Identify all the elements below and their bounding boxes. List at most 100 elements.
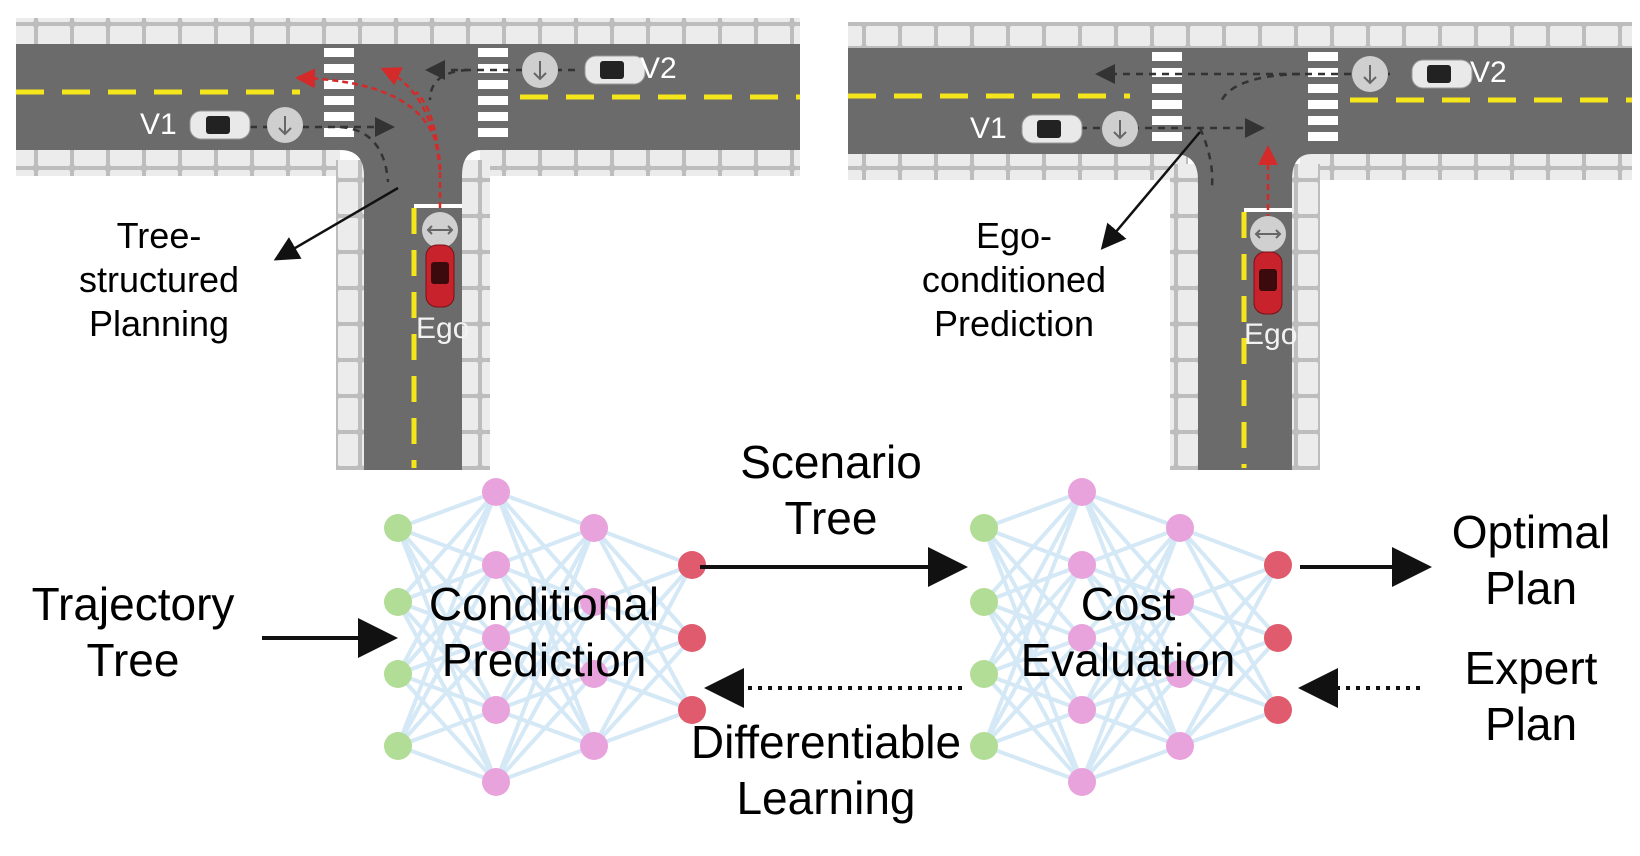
network-edge — [1179, 563, 1279, 604]
left-intersection-scene — [16, 18, 800, 470]
crosswalk-right — [1308, 52, 1338, 141]
input-node — [970, 660, 998, 688]
bottom-curb-left — [848, 154, 1188, 180]
predicted-paths — [250, 60, 575, 183]
network-edge — [396, 564, 498, 747]
network-edge — [982, 491, 1084, 675]
network-edge — [982, 491, 1084, 747]
differentiable-learning-label: Differentiable Learning — [690, 716, 962, 825]
network-edge — [494, 527, 596, 711]
input-node — [384, 588, 412, 616]
output-node — [678, 624, 706, 652]
network-edge — [1080, 601, 1182, 783]
output-node — [1264, 696, 1292, 724]
hidden-node — [482, 478, 510, 506]
top-curb — [848, 22, 1632, 48]
network-edge — [494, 601, 596, 783]
right-ego-label: Ego — [1244, 318, 1298, 351]
hidden-node — [1166, 660, 1194, 688]
output-node — [678, 696, 706, 724]
tree-planning-pointer — [273, 186, 399, 261]
network-edge — [592, 636, 694, 748]
network-edge — [396, 491, 498, 675]
network-edge — [982, 564, 1084, 747]
bottom-curb-right — [480, 150, 800, 176]
v1-vehicle — [189, 107, 303, 143]
network-edge — [1178, 636, 1280, 748]
network-edge — [593, 563, 693, 604]
network-edge — [1080, 672, 1182, 784]
network-edge — [1179, 526, 1279, 567]
network-edge — [495, 526, 595, 567]
corner-left — [340, 150, 364, 176]
bottom-curb-left — [16, 150, 340, 176]
corner-right — [462, 150, 482, 176]
network-edge — [1080, 527, 1182, 783]
hidden-node — [482, 624, 510, 652]
network-edge — [494, 527, 596, 783]
cost-evaluation-network — [970, 478, 1292, 796]
hidden-node — [1166, 588, 1194, 616]
vertical-curb-left — [336, 160, 364, 470]
network-edge — [396, 490, 498, 604]
network-edge — [983, 744, 1083, 784]
network-edge — [1179, 708, 1279, 748]
corner-right — [1292, 154, 1312, 180]
conditional-prediction-label: Conditional Prediction — [428, 578, 660, 687]
hidden-node — [1068, 624, 1096, 652]
hidden-node — [580, 588, 608, 616]
v2-vehicle — [1352, 56, 1473, 92]
input-node — [384, 514, 412, 542]
ego-conditioned-prediction-label: Ego- conditioned Prediction — [921, 215, 1107, 344]
hidden-node — [580, 514, 608, 542]
network-edge — [397, 744, 497, 784]
cost-evaluation-label: Cost Evaluation — [1020, 578, 1236, 687]
vertical-curb-right — [1292, 164, 1320, 470]
network-edge — [982, 636, 1084, 748]
optimal-plan-label: Optimal Plan — [1451, 506, 1611, 615]
ego-conditioned-pointer — [1100, 131, 1201, 250]
network-edge — [593, 526, 693, 567]
network-edge — [397, 490, 497, 530]
tree-structured-planning-label: Tree- structured Planning — [78, 215, 240, 344]
right-intersection-scene — [848, 22, 1632, 470]
hidden-node — [1068, 696, 1096, 724]
hidden-node — [482, 551, 510, 579]
network-edge — [982, 490, 1084, 604]
network-edge — [1178, 564, 1280, 747]
top-curb — [16, 18, 800, 44]
left-ego-label: Ego — [416, 312, 470, 345]
hidden-node — [1068, 551, 1096, 579]
hidden-node — [580, 660, 608, 688]
hidden-node — [1068, 768, 1096, 796]
ego-vehicle — [1250, 216, 1286, 315]
input-node — [970, 514, 998, 542]
crosswalk-left — [1152, 52, 1182, 141]
hidden-node — [580, 732, 608, 760]
v1-vehicle — [1021, 111, 1138, 147]
crosswalk-left — [324, 48, 354, 137]
trajectory-tree-label: Trajectory Tree — [31, 578, 235, 687]
input-node — [384, 660, 412, 688]
network-edge — [1080, 526, 1182, 640]
right-v2-label: V2 — [1470, 56, 1507, 89]
v2-vehicle — [522, 52, 646, 88]
left-v2-label: V2 — [640, 52, 677, 85]
right-v1-label: V1 — [970, 112, 1007, 145]
network-edge — [1081, 744, 1181, 784]
network-edge — [593, 708, 693, 748]
network-edge — [592, 563, 694, 676]
vertical-curb-right — [462, 160, 490, 470]
left-v1-label: V1 — [140, 108, 177, 141]
network-edge — [1080, 527, 1182, 711]
network-edge — [983, 490, 1083, 530]
output-node — [678, 551, 706, 579]
scenario-tree-label: Scenario Tree — [740, 436, 922, 545]
hidden-node — [482, 696, 510, 724]
hidden-node — [482, 768, 510, 796]
conditional-prediction-network — [384, 478, 706, 796]
crosswalk-right — [478, 48, 508, 137]
network-edge — [1081, 526, 1181, 567]
vertical-curb-left — [1170, 164, 1198, 470]
